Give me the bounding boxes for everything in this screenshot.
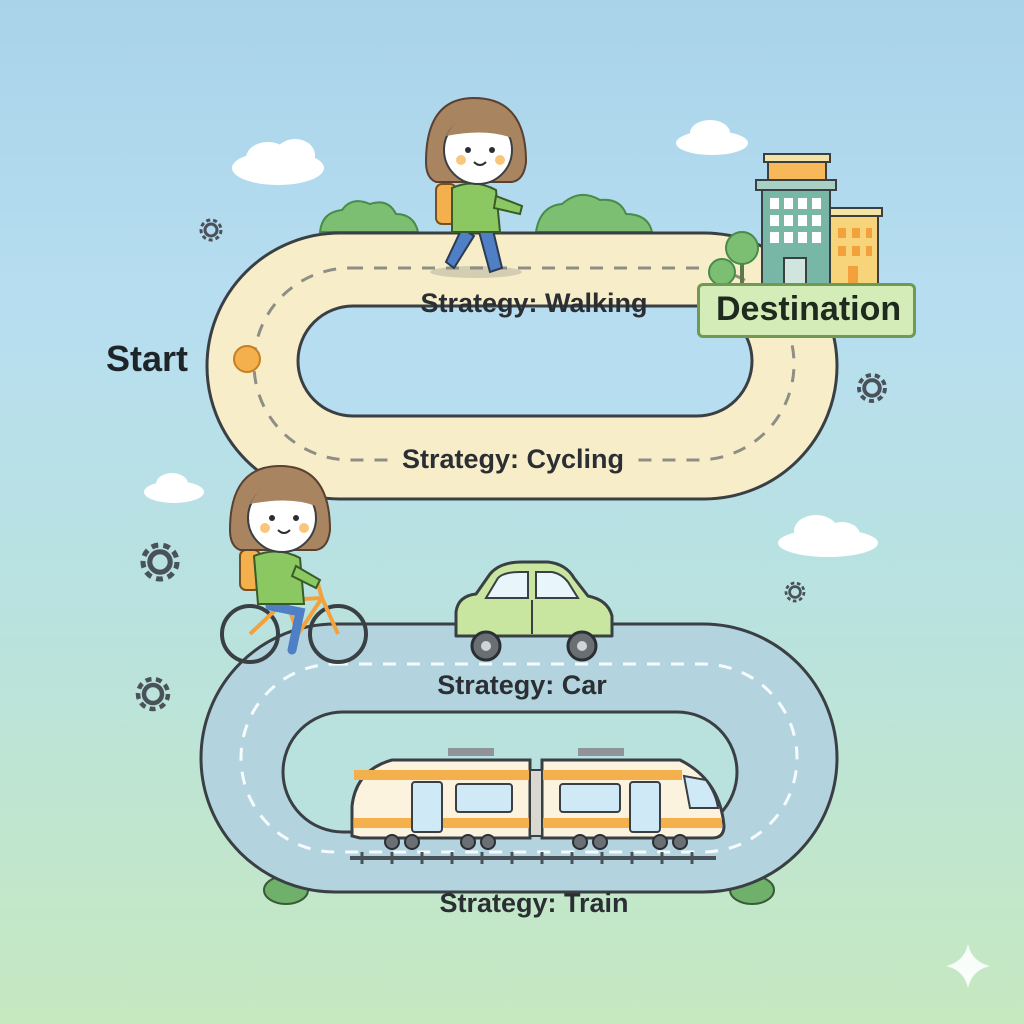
- tree-icon: [708, 231, 759, 286]
- destination-label: Destination: [697, 283, 917, 338]
- cloud-icon: [778, 515, 878, 557]
- cloud-icon: [232, 139, 324, 185]
- cloud-icon: [144, 473, 204, 503]
- start-label: Start: [106, 338, 189, 379]
- bush-icon: [318, 193, 654, 233]
- cloud-icon: [676, 120, 748, 155]
- gear-icon: [143, 545, 177, 579]
- building-icon: [755, 153, 883, 287]
- strategy-car-label: Strategy: Car: [427, 670, 617, 701]
- car-icon: [454, 560, 614, 662]
- gear-icon: [857, 373, 887, 403]
- gear-icon: [138, 679, 168, 709]
- strategy-walking-label: Strategy: Walking: [420, 288, 648, 318]
- train-icon: [350, 748, 726, 864]
- upper-track: [205, 231, 839, 501]
- gear-icon: [199, 218, 223, 242]
- cycling-person-icon: [220, 464, 368, 664]
- walking-person-icon: [424, 96, 528, 278]
- strategy-cycling-label: Strategy: Cycling: [391, 444, 635, 475]
- sparkle-icon: [946, 944, 990, 988]
- start-marker: [233, 345, 261, 373]
- strategy-train-label: Strategy: Train: [439, 888, 629, 918]
- gear-icon: [784, 581, 806, 603]
